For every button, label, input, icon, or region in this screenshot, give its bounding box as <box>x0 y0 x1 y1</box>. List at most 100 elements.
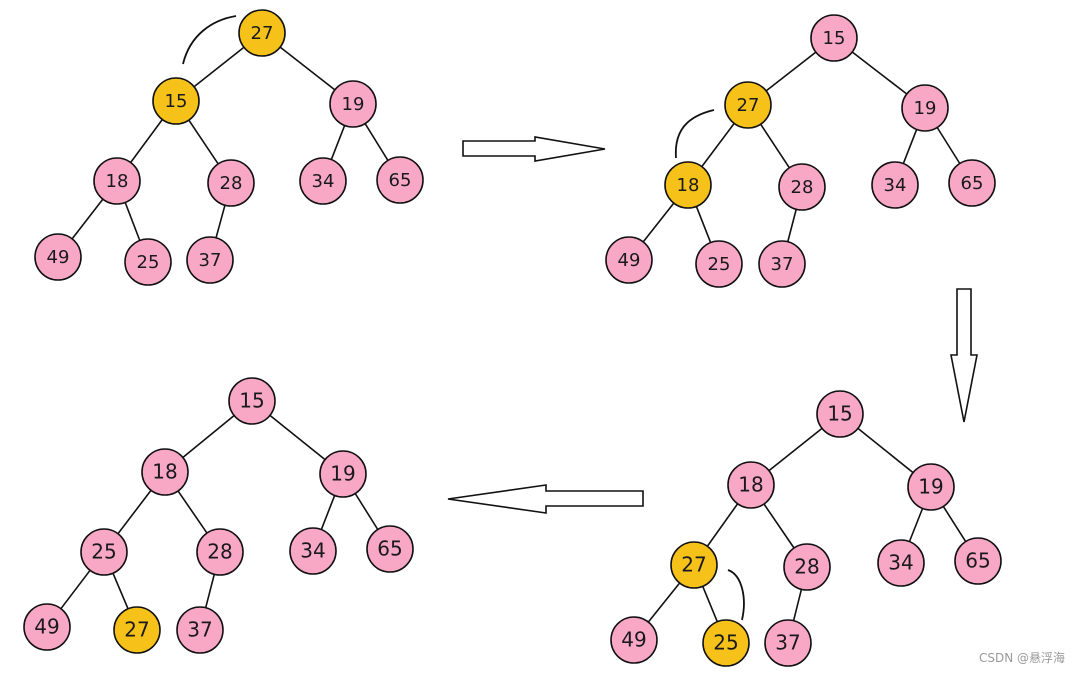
node-circle <box>605 236 653 284</box>
node-circle <box>80 528 128 576</box>
tree-edge <box>851 51 908 95</box>
node-label: 28 <box>791 177 814 198</box>
node-circle <box>299 157 347 205</box>
tree-edge <box>706 503 739 547</box>
node-circle <box>816 390 864 438</box>
tree-node: 27 <box>113 606 161 654</box>
tree-node: 49 <box>605 236 653 284</box>
node-label: 25 <box>708 254 731 275</box>
tree-node: 49 <box>23 603 71 651</box>
node-label: 49 <box>47 247 70 268</box>
node-circle <box>141 448 189 496</box>
node-circle <box>810 14 858 62</box>
node-circle <box>871 161 919 209</box>
node-label: 27 <box>124 618 149 642</box>
node-label: 27 <box>251 23 274 44</box>
node-label: 15 <box>165 91 188 112</box>
tree-edge <box>936 127 961 164</box>
tree-node: 15 <box>816 390 864 438</box>
tree-node: 37 <box>764 619 812 667</box>
tree-node: 27 <box>724 81 772 129</box>
tree-node: 49 <box>34 233 82 281</box>
tree-node: 65 <box>948 159 996 207</box>
node-circle <box>207 159 255 207</box>
tree-node: 18 <box>93 157 141 205</box>
node-circle <box>954 537 1002 585</box>
node-label: 34 <box>300 539 325 563</box>
node-label: 34 <box>884 175 907 196</box>
tree-edge <box>177 490 208 534</box>
node-label: 37 <box>199 250 222 271</box>
tree-edge <box>330 125 346 160</box>
node-label: 18 <box>152 460 177 484</box>
highlighted-node-circle <box>670 541 718 589</box>
tree-edge <box>269 414 326 461</box>
node-label: 15 <box>827 402 852 426</box>
tree-node: 37 <box>176 606 224 654</box>
node-label: 34 <box>888 551 913 575</box>
node-label: 19 <box>342 94 365 115</box>
node-label: 27 <box>681 553 706 577</box>
node-label: 28 <box>207 540 232 564</box>
node-label: 37 <box>771 254 794 275</box>
tree-edge <box>215 204 226 239</box>
tree-node: 15 <box>228 377 276 425</box>
node-label: 37 <box>187 618 212 642</box>
tree-step4: 15 18 19 25 28 34 65 49 27 37 <box>23 377 414 654</box>
node-circle <box>228 377 276 425</box>
swap-arc <box>182 15 237 65</box>
highlighted-node-circle <box>238 9 286 57</box>
node-circle <box>877 539 925 587</box>
tree-edge <box>765 51 817 92</box>
tree-edge <box>701 585 719 623</box>
tree-node: 49 <box>610 616 658 664</box>
node-label: 65 <box>377 537 402 561</box>
tree-edge <box>942 505 967 543</box>
node-label: 49 <box>621 628 646 652</box>
tree-edge <box>695 206 712 243</box>
tree-node: 19 <box>901 84 949 132</box>
node-label: 25 <box>137 252 160 273</box>
node-label: 28 <box>220 173 243 194</box>
tree-node: 19 <box>319 450 367 498</box>
tree-edge <box>364 123 389 161</box>
node-label: 65 <box>961 173 984 194</box>
tree-node: 65 <box>366 525 414 573</box>
node-circle <box>783 543 831 591</box>
swap-arc <box>727 569 745 621</box>
tree-edge <box>642 202 675 243</box>
node-circle <box>186 236 234 284</box>
tree-node: 65 <box>376 156 424 204</box>
tree-edge <box>320 495 336 530</box>
tree-node: 37 <box>758 240 806 288</box>
node-circle <box>23 603 71 651</box>
tree-edge <box>188 119 219 165</box>
node-circle <box>907 463 955 511</box>
tree-edge <box>792 589 803 621</box>
tree-node: 65 <box>954 537 1002 585</box>
node-circle <box>176 606 224 654</box>
tree-node: 28 <box>783 543 831 591</box>
tree-node: 25 <box>80 528 128 576</box>
node-label: 28 <box>794 555 819 579</box>
watermark: CSDN @悬浮海 <box>978 651 1065 665</box>
tree-node: 25 <box>695 240 743 288</box>
node-label: 19 <box>918 475 943 499</box>
tree-node: 37 <box>186 236 234 284</box>
tree-edge <box>117 489 152 535</box>
tree-node: 15 <box>152 77 200 125</box>
node-circle <box>778 163 826 211</box>
node-circle <box>329 80 377 128</box>
node-label: 34 <box>312 171 335 192</box>
highlighted-node-circle <box>724 81 772 129</box>
node-circle <box>376 156 424 204</box>
tree-edge <box>902 129 918 164</box>
tree-node: 34 <box>871 161 919 209</box>
node-circle <box>948 159 996 207</box>
node-label: 18 <box>677 175 700 196</box>
left-arrow <box>447 484 644 514</box>
tree-node: 15 <box>810 14 858 62</box>
swap-arc <box>675 109 715 159</box>
node-circle <box>93 157 141 205</box>
